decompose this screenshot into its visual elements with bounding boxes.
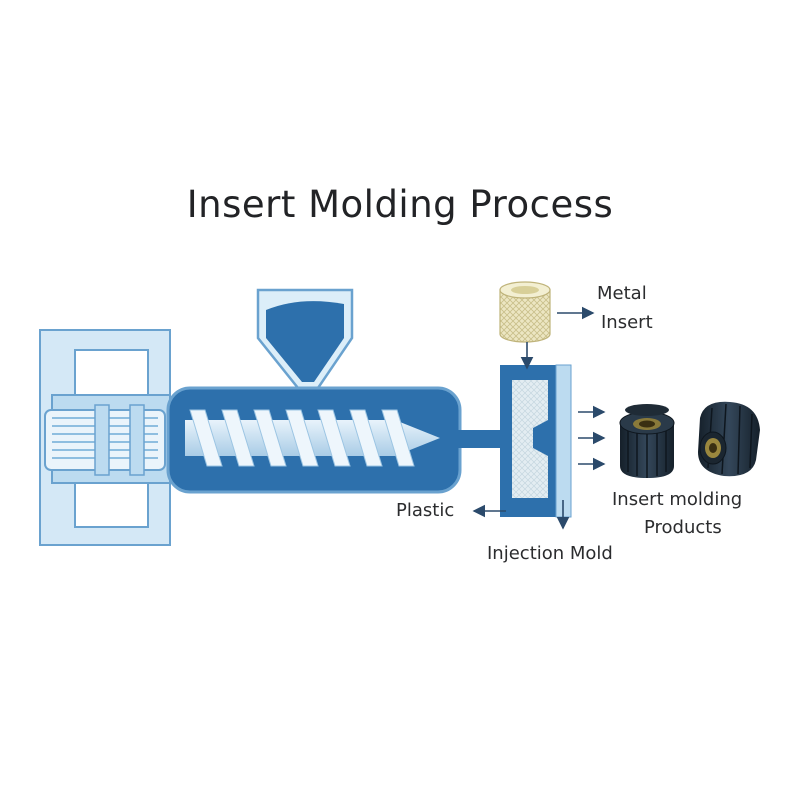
metal-insert-label-line2: Insert [601,312,653,333]
plastic-label: Plastic [396,500,455,521]
arrows [472,306,606,530]
injection-mold-label: Injection Mold [487,543,613,564]
product-knob-front [619,404,675,478]
drive-motor [44,404,166,476]
screw [185,409,440,467]
hopper [256,288,354,390]
page-title: Insert Molding Process [186,183,614,226]
product-knob-angled [698,401,760,477]
products-label-line1: Insert molding [612,489,743,510]
products-label-line2: Products [644,517,722,538]
metal-insert-label-line1: Metal [597,283,647,304]
metal-insert [499,281,551,343]
injection-mold [500,364,572,518]
